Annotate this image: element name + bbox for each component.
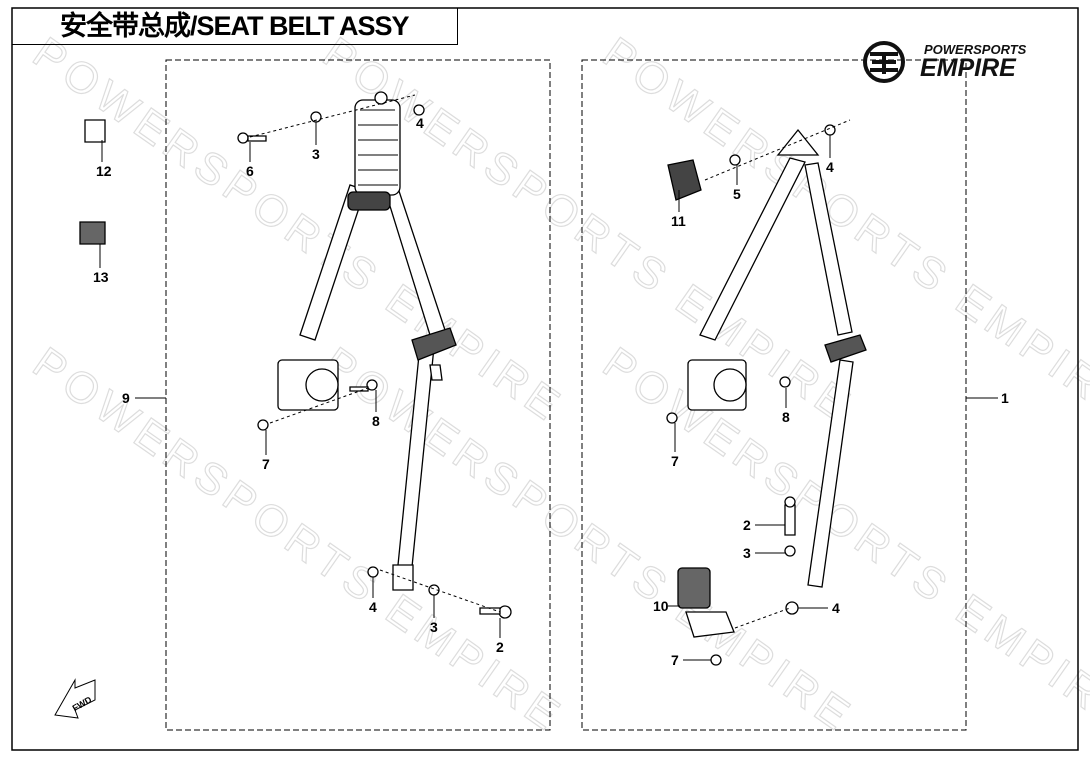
callout-6: 6 (246, 163, 254, 179)
callout-8r: 8 (782, 409, 790, 425)
callout-3b: 3 (430, 619, 438, 635)
callout-3r: 3 (743, 545, 751, 561)
callout-4r2: 4 (832, 600, 840, 616)
svg-text:POWERSPORTS EMPIRE: POWERSPORTS EMPIRE (314, 338, 862, 743)
callout-11: 11 (671, 213, 686, 229)
callout-5: 5 (733, 186, 741, 202)
right-callouts: 11 5 4 8 7 2 3 4 10 7 1 (653, 159, 1009, 668)
callout-leaders (99, 122, 998, 661)
callout-1: 1 (1001, 390, 1009, 406)
left-assembly-frame (165, 59, 551, 731)
callout-2r: 2 (743, 517, 751, 533)
logo-emblem-icon (863, 41, 905, 83)
callout-2: 2 (496, 639, 504, 655)
callout-4b: 4 (369, 599, 377, 615)
outer-border (11, 7, 1079, 751)
callout-4: 4 (416, 115, 424, 131)
right-leader-dashes (704, 119, 851, 629)
left-belt-parts (79, 91, 512, 619)
callout-4r: 4 (826, 159, 834, 175)
callout-7: 7 (262, 456, 270, 472)
callout-10: 10 (653, 598, 669, 614)
callout-3: 3 (312, 146, 320, 162)
fwd-arrow: FWD (54, 678, 96, 719)
callout-12: 12 (96, 163, 112, 179)
left-callouts: 12 13 9 6 3 4 8 7 4 3 2 (93, 115, 504, 655)
page-title: 安全带总成/SEAT BELT ASSY (12, 8, 458, 45)
left-leader-dashes (249, 94, 501, 613)
svg-text:POWERSPORTS EMPIRE: POWERSPORTS EMPIRE (314, 28, 862, 433)
callout-7r2: 7 (671, 652, 679, 668)
logo-line2: EMPIRE (920, 54, 1016, 82)
right-belt-parts (666, 124, 867, 666)
brand-logo: POWERSPORTS EMPIRE (860, 40, 1060, 84)
callout-13: 13 (93, 269, 109, 285)
watermark: POWERSPORTS EMPIRE POWERSPORTS EMPIRE PO… (24, 27, 1090, 743)
logo-line1: POWERSPORTS (924, 42, 1027, 57)
callout-9: 9 (122, 390, 130, 406)
callout-7r: 7 (671, 453, 679, 469)
callout-8: 8 (372, 413, 380, 429)
right-assembly-frame (581, 59, 967, 731)
